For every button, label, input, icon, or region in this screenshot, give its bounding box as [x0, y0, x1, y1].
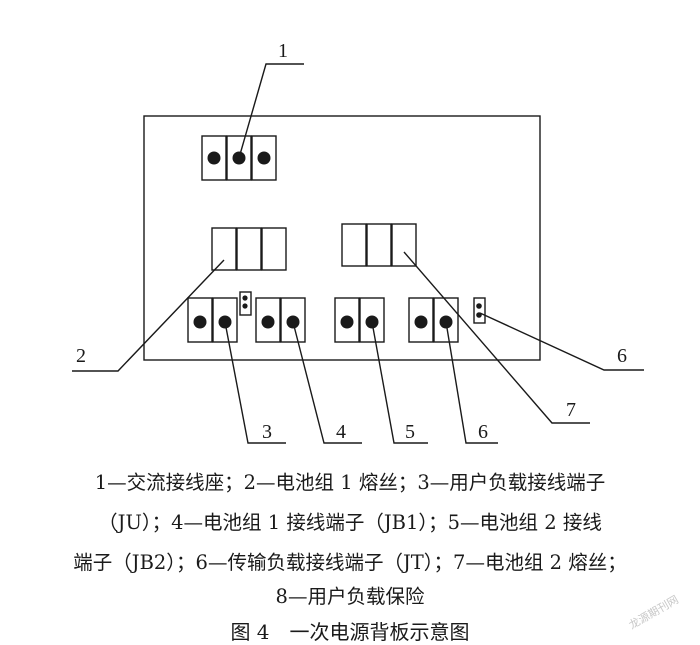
transmission-load-terminals: [408, 297, 459, 343]
leader-line-4: [292, 321, 362, 444]
battery-2-fuses: [341, 223, 417, 267]
backplane-outline: [143, 115, 541, 361]
callout-1: 1: [278, 40, 288, 62]
user-load-terminals: [187, 297, 238, 343]
callout-6a: 6: [478, 421, 488, 443]
battery-1-terminals: [255, 297, 306, 343]
power-backplane-diagram: 1 2 3 4 5 6 6 7: [72, 40, 644, 444]
small-connector: [473, 297, 486, 324]
callout-4: 4: [336, 421, 346, 443]
leader-line-5: [371, 321, 428, 444]
ac-terminal-block: [201, 135, 277, 181]
user-load-fuse: [239, 291, 252, 316]
callout-3: 3: [262, 421, 272, 443]
leader-line-6a: [445, 321, 498, 444]
leader-line-7: [403, 251, 590, 424]
callout-7: 7: [566, 399, 576, 421]
caption-line-3: 端子（JB2）；6—传输负载接线端子（JT）；7—电池组 2 熔丝；: [73, 551, 627, 574]
leader-line-6b: [479, 312, 644, 371]
battery-2-terminals: [334, 297, 385, 343]
callout-5: 5: [405, 421, 415, 443]
terminal-dots: [193, 151, 482, 329]
caption-line-1: 1—交流接线座；2—电池组 1 熔丝；3—用户负载接线端子: [94, 471, 606, 494]
leader-line-1: [238, 63, 304, 159]
leader-line-2: [72, 259, 225, 372]
caption-line-2: （JU）；4—电池组 1 接线端子（JB1）；5—电池组 2 接线: [98, 511, 602, 534]
caption-line-4: 8—用户负载保险: [275, 585, 425, 608]
callout-6b: 6: [617, 345, 627, 367]
figure-title: 图 4 一次电源背板示意图: [230, 620, 470, 644]
leader-line-3: [224, 321, 286, 444]
callout-2: 2: [76, 345, 86, 367]
battery-1-fuses: [211, 227, 287, 271]
